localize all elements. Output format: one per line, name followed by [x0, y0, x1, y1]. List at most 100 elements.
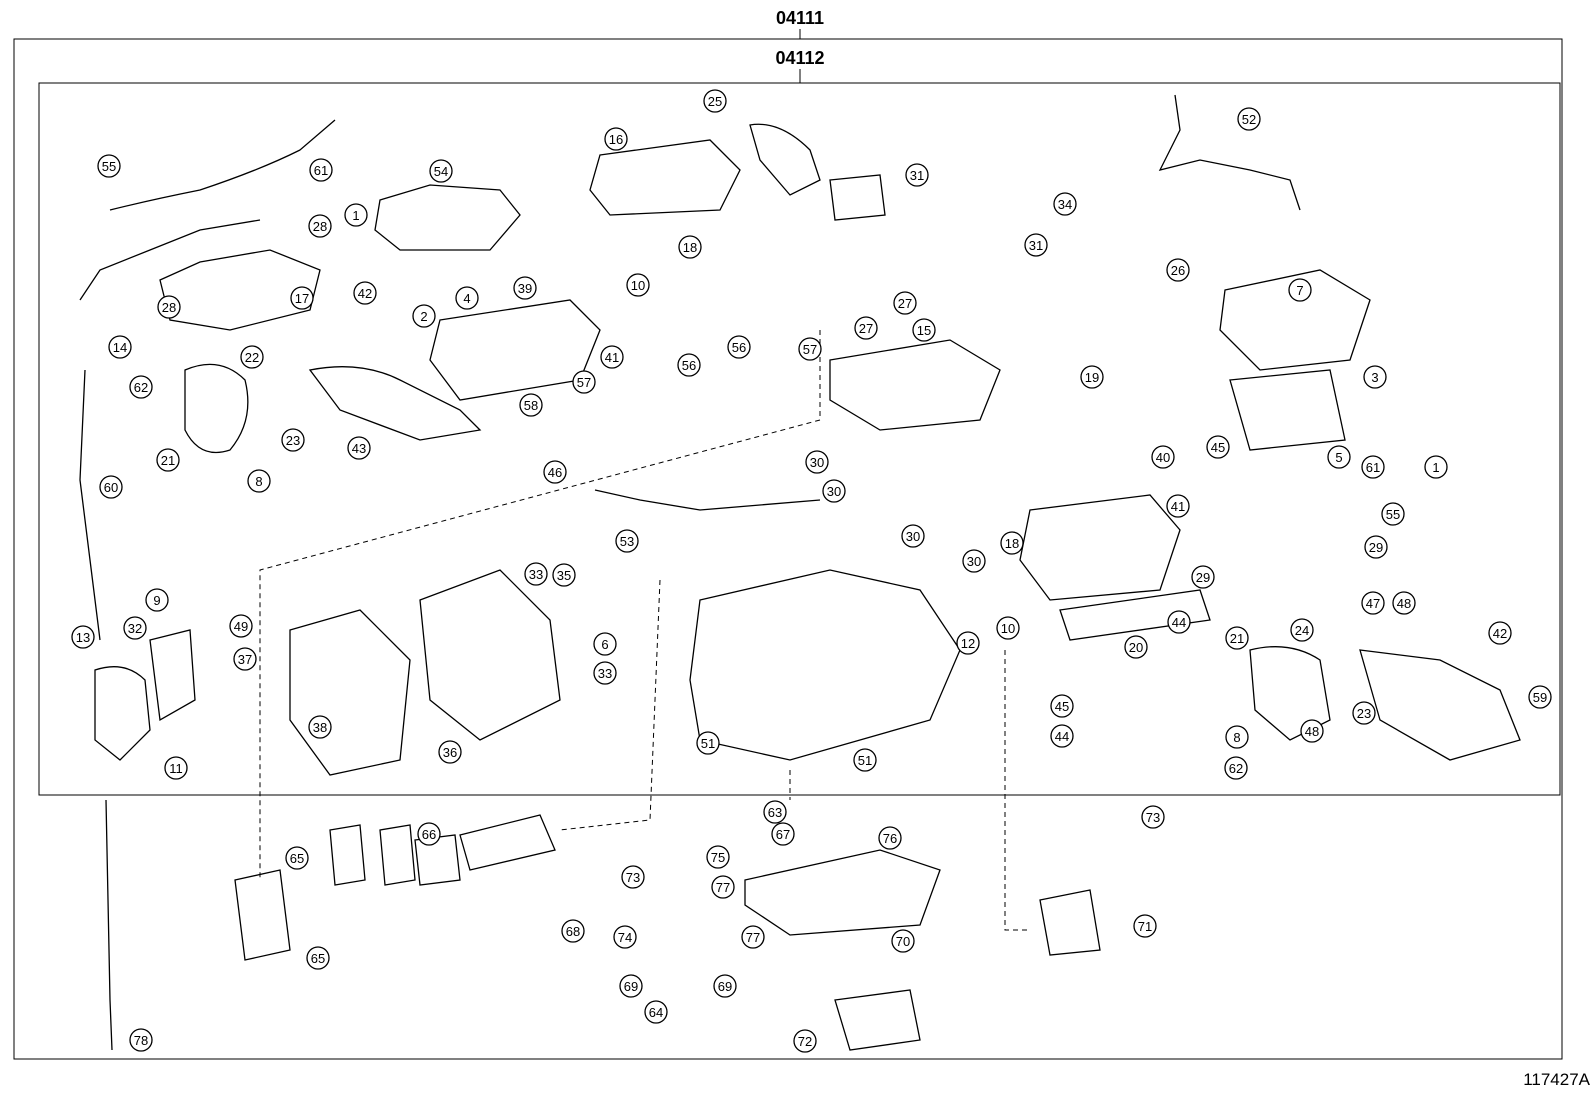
dashed-leaders — [259, 330, 1030, 931]
svg-text:18: 18 — [683, 240, 697, 255]
svg-text:64: 64 — [649, 1005, 663, 1020]
svg-text:73: 73 — [626, 870, 640, 885]
svg-text:51: 51 — [858, 753, 872, 768]
callout: 57 — [798, 337, 822, 361]
callout: 11 — [164, 756, 188, 780]
callout: 70 — [891, 929, 915, 953]
svg-text:51: 51 — [701, 736, 715, 751]
svg-text:77: 77 — [716, 880, 730, 895]
exhaust-manifold-right — [1059, 589, 1211, 641]
svg-text:41: 41 — [1171, 499, 1185, 514]
svg-text:70: 70 — [896, 934, 910, 949]
svg-text:23: 23 — [1357, 706, 1371, 721]
svg-text:45: 45 — [1211, 440, 1225, 455]
svg-text:71: 71 — [1138, 919, 1152, 934]
exhaust-pipe-right — [1359, 649, 1521, 761]
callout: 1 — [344, 203, 368, 227]
svg-text:1: 1 — [1432, 460, 1439, 475]
svg-text:8: 8 — [255, 474, 262, 489]
svg-text:42: 42 — [1493, 626, 1507, 641]
svg-text:18: 18 — [1005, 536, 1019, 551]
callout: 48 — [1392, 591, 1416, 615]
svg-text:75: 75 — [711, 850, 725, 865]
callout: 5 — [1327, 445, 1351, 469]
svg-text:12: 12 — [961, 636, 975, 651]
svg-text:28: 28 — [313, 219, 327, 234]
callout: 22 — [240, 345, 264, 369]
callout: 15 — [912, 318, 936, 342]
callout: 31 — [905, 163, 929, 187]
svg-text:43: 43 — [352, 441, 366, 456]
callout: 35 — [552, 563, 576, 587]
callout: 40 — [1151, 445, 1175, 469]
intake-plenum — [589, 139, 741, 216]
oil-pump — [149, 629, 196, 722]
svg-text:49: 49 — [234, 619, 248, 634]
callout: 30 — [901, 524, 925, 548]
inner-kit-frame — [38, 82, 1561, 796]
svg-text:23: 23 — [286, 433, 300, 448]
callout: 77 — [711, 875, 735, 899]
svg-text:27: 27 — [898, 296, 912, 311]
svg-text:48: 48 — [1305, 724, 1319, 739]
callout: 42 — [353, 281, 377, 305]
callout: 46 — [543, 460, 567, 484]
svg-text:47: 47 — [1366, 596, 1380, 611]
callout: 61 — [1361, 455, 1385, 479]
callout: 55 — [1381, 502, 1405, 526]
exhaust-pipe-left — [308, 366, 482, 441]
water-pump — [94, 666, 151, 761]
oil-dipstick-guide — [79, 369, 101, 641]
svg-text:30: 30 — [906, 529, 920, 544]
part-outlines — [79, 94, 1521, 1051]
callout: 56 — [727, 335, 751, 359]
svg-text:36: 36 — [443, 745, 457, 760]
svg-text:4: 4 — [463, 291, 470, 306]
callout: 64 — [644, 1000, 668, 1024]
svg-text:69: 69 — [718, 979, 732, 994]
callout: 63 — [763, 800, 787, 824]
svg-text:29: 29 — [1196, 570, 1210, 585]
callout-group: 55 61 1 54 16 25 52 31 34 28 17 42 2 4 3… — [71, 89, 1552, 1053]
callout: 45 — [1050, 694, 1074, 718]
svg-text:33: 33 — [529, 567, 543, 582]
callout: 10 — [996, 616, 1020, 640]
svg-text:53: 53 — [620, 534, 634, 549]
callout: 41 — [600, 345, 624, 369]
svg-text:11: 11 — [169, 761, 183, 776]
svg-text:30: 30 — [810, 455, 824, 470]
callout: 53 — [615, 529, 639, 553]
valve-cover-gasket-right — [1229, 369, 1346, 451]
callout: 65 — [306, 946, 330, 970]
callout: 45 — [1206, 435, 1230, 459]
svg-text:69: 69 — [624, 979, 638, 994]
callout: 4 — [455, 286, 479, 310]
air-duct-center — [749, 123, 821, 196]
callout: 66 — [417, 822, 441, 846]
callout: 27 — [854, 316, 878, 340]
svg-text:35: 35 — [557, 568, 571, 583]
callout: 36 — [438, 740, 462, 764]
svg-text:28: 28 — [162, 300, 176, 315]
callout: 1 — [1424, 455, 1448, 479]
svg-text:76: 76 — [883, 831, 897, 846]
callout: 72 — [793, 1029, 817, 1053]
svg-text:73: 73 — [1146, 810, 1160, 825]
callout: 28 — [308, 214, 332, 238]
oil-pan-lower — [834, 989, 921, 1051]
exhaust-manifold-left — [159, 249, 321, 331]
svg-text:14: 14 — [113, 340, 127, 355]
svg-text:57: 57 — [803, 342, 817, 357]
outer-kit-frame — [13, 38, 1563, 1060]
svg-text:41: 41 — [605, 350, 619, 365]
timing-cover-right — [419, 569, 561, 741]
svg-text:67: 67 — [776, 827, 790, 842]
svg-text:26: 26 — [1171, 263, 1185, 278]
callout: 65 — [285, 846, 309, 870]
callout: 68 — [561, 919, 585, 943]
svg-text:31: 31 — [910, 168, 924, 183]
callout: 3 — [1363, 365, 1387, 389]
svg-text:31: 31 — [1029, 238, 1043, 253]
svg-text:56: 56 — [682, 358, 696, 373]
callout: 62 — [129, 375, 153, 399]
